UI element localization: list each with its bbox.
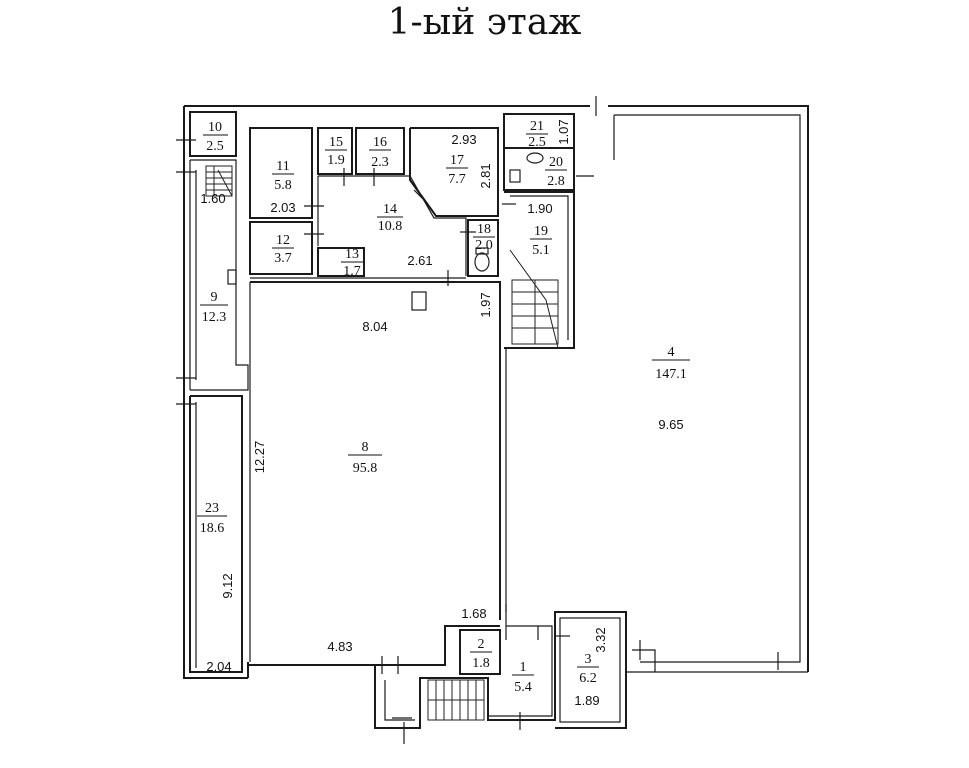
room-16-area: 2.3 (371, 155, 389, 170)
dim-label: 1.89 (574, 693, 599, 708)
room-12-area: 3.7 (274, 251, 292, 266)
room-10-area: 2.5 (206, 139, 224, 154)
room-17-area: 7.7 (448, 172, 466, 187)
room-18-area: 2.0 (475, 238, 493, 253)
room-18-number: 18 (477, 222, 491, 237)
room-19-number: 19 (534, 224, 548, 239)
stair-top-left (205, 165, 233, 197)
room-2-number: 2 (478, 637, 485, 652)
service-block-walls (503, 113, 575, 349)
room-12-number: 12 (276, 233, 290, 248)
main-halls-walls (249, 281, 507, 662)
dim-label: 2.93 (451, 132, 476, 147)
dim-label: 1.07 (556, 119, 571, 144)
dim-label: 1.60 (200, 191, 225, 206)
room-8-number: 8 (362, 440, 369, 455)
dim-label: 2.61 (407, 253, 432, 268)
dim-label: 12.27 (252, 441, 267, 474)
room-labels: 10 2.5 11 5.8 15 1.9 16 2.3 17 7.7 21 2.… (197, 119, 690, 695)
room-8-area: 95.8 (353, 461, 378, 476)
dim-label: 3.32 (593, 627, 608, 652)
room-4-area: 147.1 (655, 367, 687, 382)
room-10-number: 10 (208, 120, 222, 135)
room-1-area: 5.4 (514, 680, 532, 695)
dimension-labels: 1.60 2.03 2.93 2.81 1.07 1.90 2.61 1.97 … (200, 119, 683, 708)
room-13-number: 13 (345, 247, 359, 262)
plan-title: 1-ый этаж (387, 2, 582, 43)
room-9-area: 12.3 (202, 310, 227, 325)
room-2-area: 1.8 (472, 656, 490, 671)
room-21-area: 2.5 (528, 135, 546, 150)
room-9-number: 9 (211, 290, 218, 305)
dim-label: 9.12 (220, 573, 235, 598)
upper-block-walls (249, 127, 499, 279)
room-20-area: 2.8 (547, 174, 565, 189)
room-23-number: 23 (205, 501, 219, 516)
dim-label: 1.68 (461, 606, 486, 621)
room-4-number: 4 (668, 345, 675, 360)
room-1-number: 1 (520, 660, 527, 675)
outer-walls (183, 105, 809, 729)
dim-label: 1.90 (527, 201, 552, 216)
dim-label: 4.83 (327, 639, 352, 654)
dim-label: 2.04 (206, 659, 231, 674)
door-markers (176, 96, 779, 744)
toilet-fixture (474, 247, 490, 272)
dim-label: 2.81 (478, 163, 493, 188)
room-14-number: 14 (383, 202, 397, 217)
dim-label: 8.04 (362, 319, 387, 334)
room-15-area: 1.9 (327, 153, 345, 168)
stair-room-19 (509, 249, 559, 349)
room-23-area: 18.6 (200, 521, 225, 536)
room-11-number: 11 (276, 159, 289, 174)
room-15-number: 15 (329, 135, 343, 150)
room-11-area: 5.8 (274, 178, 292, 193)
stair-bottom (427, 679, 485, 721)
room-17-number: 17 (450, 153, 464, 168)
dim-label: 2.03 (270, 200, 295, 215)
room-20-number: 20 (549, 155, 563, 170)
room-3-area: 6.2 (579, 671, 597, 686)
room-21-number: 21 (530, 119, 544, 134)
room-13-area: 1.7 (343, 264, 361, 279)
room-19-area: 5.1 (532, 243, 550, 258)
room-16-number: 16 (373, 135, 387, 150)
room-3-number: 3 (585, 652, 592, 667)
left-column-walls (189, 111, 249, 673)
dim-label: 1.97 (478, 292, 493, 317)
dim-label: 9.65 (658, 417, 683, 432)
room-14-area: 10.8 (378, 219, 403, 234)
